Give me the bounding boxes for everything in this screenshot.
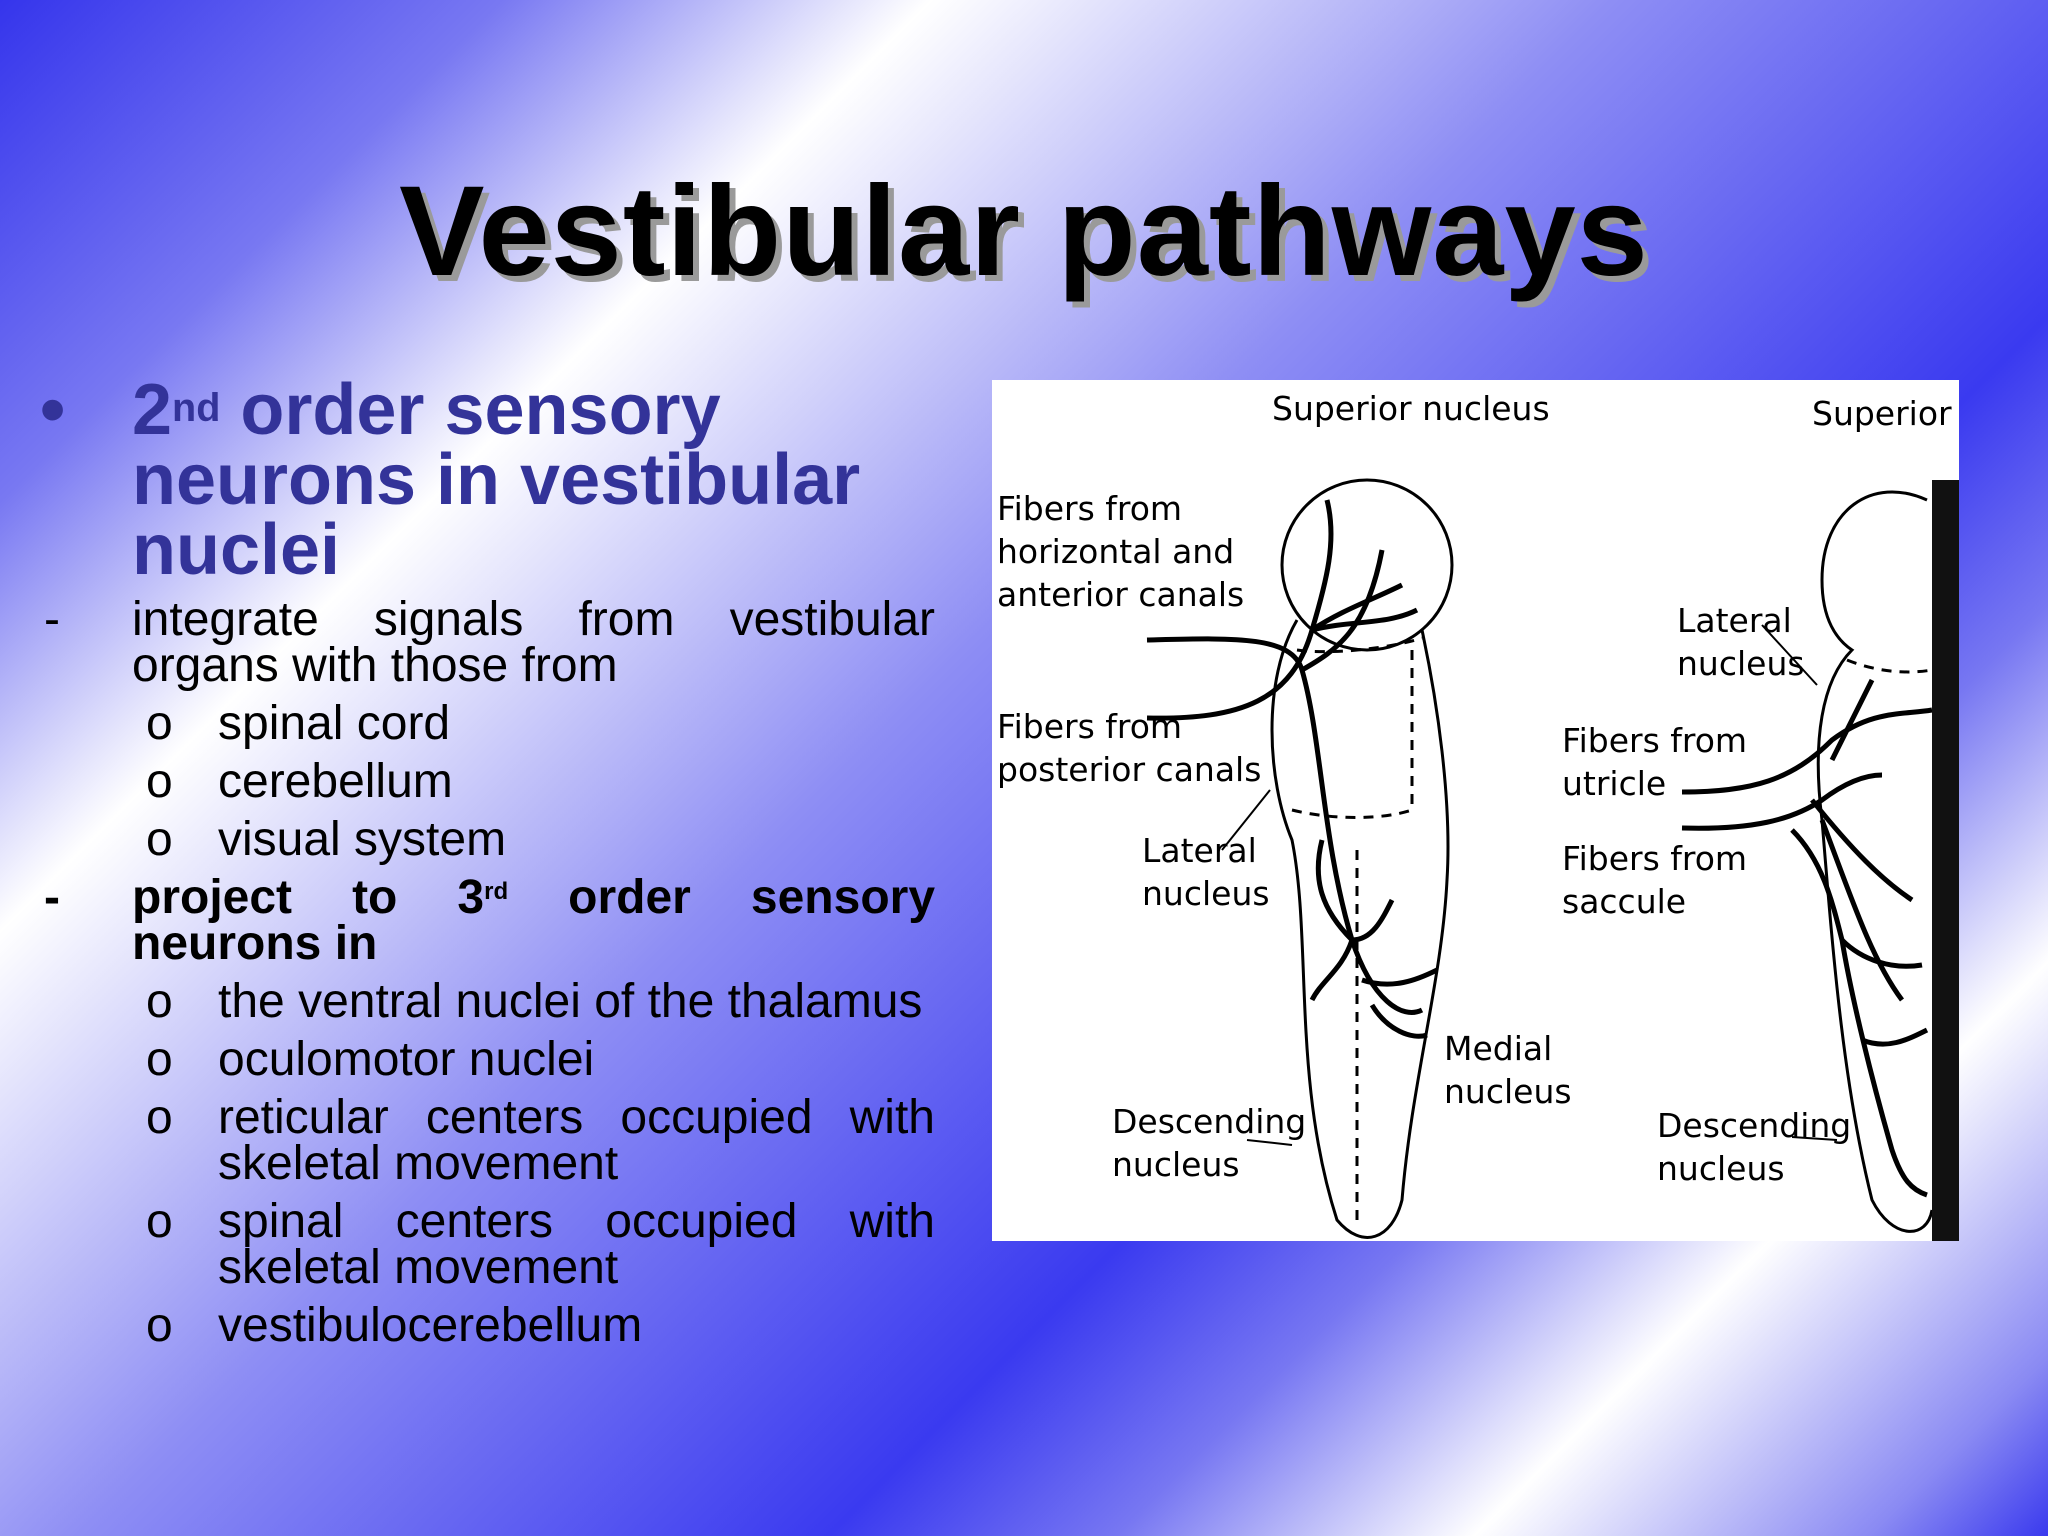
right-lateral-line1: Lateral — [1677, 601, 1792, 640]
left-lateral-line2: nucleus — [1142, 874, 1270, 913]
point-integrate: - integrate signals from vestibular orga… — [40, 593, 935, 690]
diagram-svg: Superior nucleus Fibers from horizontal … — [997, 389, 1959, 1241]
list-item-text: spinal centers occupied with skeletal mo… — [218, 1195, 935, 1294]
right-saccule-line2: saccule — [1562, 882, 1686, 921]
right-fiber-branches — [1681, 678, 1933, 1198]
slide-title: Vestibular pathways — [399, 160, 1649, 303]
right-descending-line1: Descending — [1657, 1106, 1851, 1145]
right-dashed-lines — [1846, 658, 1933, 674]
list-item: o visual system — [146, 813, 935, 866]
left-nuclei-outline — [1270, 478, 1454, 1239]
left-descending-line2: nucleus — [1112, 1145, 1240, 1184]
circle-marker: o — [146, 1033, 173, 1086]
left-fibers-horizontal-line3: anterior canals — [997, 575, 1244, 614]
point-project-prefix: project to 3 — [132, 871, 485, 924]
circle-marker: o — [146, 1091, 173, 1144]
list-item-text: the ventral nuclei of the thalamus — [218, 975, 923, 1028]
list-item: o the ventral nuclei of the thalamus — [146, 975, 935, 1028]
right-utricle-line2: utricle — [1562, 764, 1666, 803]
list-item-text: reticular centers occupied with skeletal… — [218, 1091, 935, 1190]
left-descending-line1: Descending — [1112, 1102, 1306, 1141]
vestibular-nuclei-diagram: Superior nucleus Fibers from horizontal … — [992, 380, 1959, 1241]
point-project-text: order sensory neurons in — [132, 871, 936, 970]
point-integrate-text: integrate signals from vestibular organs… — [132, 593, 935, 692]
dash-marker: - — [44, 871, 60, 924]
slide-body: • 2nd order sensory neurons in vestibula… — [40, 370, 935, 1352]
left-fibers-posterior-line1: Fibers from — [997, 707, 1182, 746]
left-superior-label: Superior nucleus — [1272, 389, 1550, 428]
left-fibers-horizontal-line2: horizontal and — [997, 532, 1234, 571]
list-item: o reticular centers occupied with skelet… — [146, 1091, 935, 1188]
circle-marker: o — [146, 975, 173, 1028]
left-medial-line2: nucleus — [1444, 1072, 1572, 1111]
list-item-text: visual system — [218, 813, 507, 866]
right-nuclei-outline — [1816, 490, 1934, 1233]
right-saccule-line1: Fibers from — [1562, 839, 1747, 878]
right-utricle-line1: Fibers from — [1562, 721, 1747, 760]
list-item-text: cerebellum — [218, 755, 453, 808]
circle-marker: o — [146, 697, 173, 750]
dash-marker: - — [44, 593, 60, 646]
main-bullet-prefix: 2 — [132, 370, 173, 450]
right-lateral-line2: nucleus — [1677, 644, 1805, 683]
circle-marker: o — [146, 1195, 173, 1248]
list-item: o vestibulocerebellum — [146, 1299, 935, 1352]
point-project: - project to 3rd order sensory neurons i… — [40, 871, 935, 968]
left-dashed-lines — [1291, 636, 1423, 1220]
main-bullet-text: order sensory neurons in vestibular nucl… — [132, 370, 861, 590]
left-leader-lines — [1221, 789, 1293, 1146]
main-bullet: • 2nd order sensory neurons in vestibula… — [40, 370, 935, 586]
left-lateral-line1: Lateral — [1142, 831, 1257, 870]
circle-marker: o — [146, 755, 173, 808]
list-item-text: oculomotor nuclei — [218, 1033, 595, 1086]
bullet-marker: • — [40, 370, 66, 450]
left-fiber-branches — [1146, 499, 1439, 1039]
list-item: o cerebellum — [146, 755, 935, 808]
circle-marker: o — [146, 1299, 173, 1352]
right-superior-label: Superior nucl — [1812, 394, 1959, 433]
list-item-text: vestibulocerebellum — [218, 1299, 643, 1352]
list-item: o spinal centers occupied with skeletal … — [146, 1195, 935, 1292]
right-leader-lines — [1761, 624, 1838, 1141]
point-project-superscript: rd — [484, 878, 509, 905]
list-item: o spinal cord — [146, 697, 935, 750]
right-dark-edge — [1932, 480, 1959, 1241]
left-fibers-horizontal-line1: Fibers from — [997, 489, 1182, 528]
list-item: o oculomotor nuclei — [146, 1033, 935, 1086]
list-item-text: spinal cord — [218, 697, 451, 750]
main-bullet-superscript: nd — [172, 386, 221, 430]
right-descending-line2: nucleus — [1657, 1149, 1785, 1188]
left-medial-line1: Medial — [1444, 1029, 1552, 1068]
left-fibers-posterior-line2: posterior canals — [997, 750, 1261, 789]
circle-marker: o — [146, 813, 173, 866]
